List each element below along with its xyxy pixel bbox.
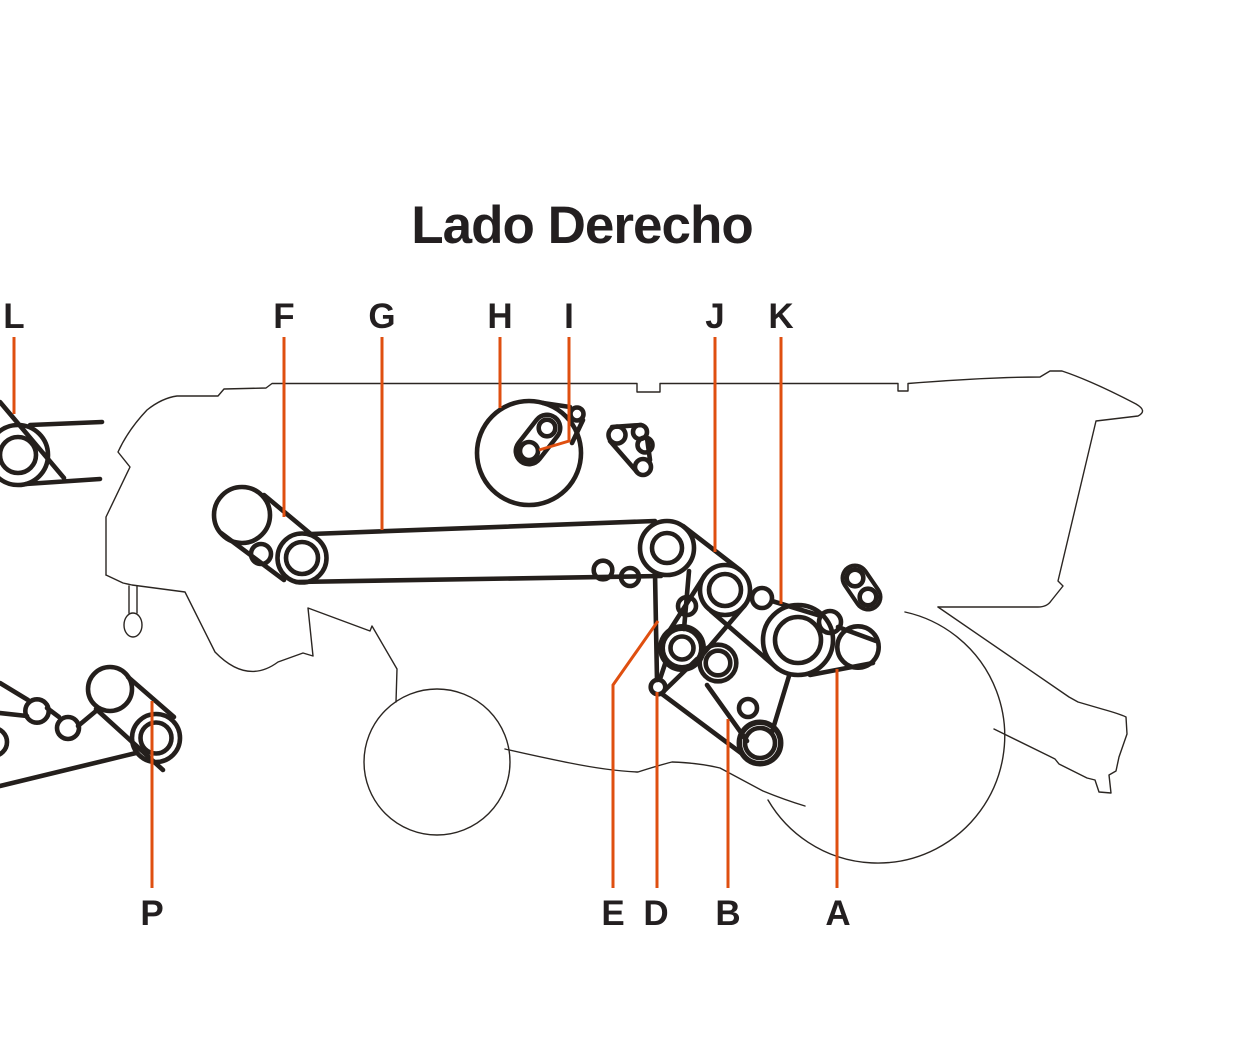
bracket-arms xyxy=(607,422,653,475)
pulley-F xyxy=(211,484,273,546)
leader-line-E xyxy=(611,620,660,888)
pulley-E-hub xyxy=(668,634,696,662)
idler-left-1 xyxy=(591,558,615,582)
roller-link-body xyxy=(844,567,879,608)
pulley-L-inner xyxy=(0,434,39,476)
idler-left-2 xyxy=(618,565,642,589)
idler-P-1 xyxy=(22,696,51,725)
roller-link-hole-2 xyxy=(857,586,879,608)
pulley-group-P xyxy=(0,664,183,789)
pulley-bottom-outer xyxy=(736,719,784,767)
leader-line-I xyxy=(538,337,571,452)
belt-G-long xyxy=(293,518,664,585)
body-outline xyxy=(105,370,1144,608)
pulley-A-outer xyxy=(760,602,836,678)
callout-label-B: B xyxy=(715,894,740,933)
idler-B xyxy=(736,696,760,720)
callout-label-D: D xyxy=(643,894,668,933)
feeder-outline xyxy=(105,574,398,703)
pulley-bottom-inner xyxy=(742,725,778,761)
pulley-G-inner xyxy=(283,539,321,577)
pulley-P-inner xyxy=(138,720,174,756)
pulley-center-outer xyxy=(637,518,697,578)
hitch-ring xyxy=(123,612,143,638)
callout-label-G: G xyxy=(368,297,395,336)
callout-label-L: L xyxy=(3,297,24,336)
tensioner-bracket xyxy=(606,422,655,478)
pulley-group-A-K xyxy=(760,563,883,678)
callout-label-I: I xyxy=(564,297,574,336)
pulley-center-inner xyxy=(649,530,685,566)
rear-wheel-outline xyxy=(767,611,1006,864)
belt-F-G xyxy=(218,492,315,583)
pulley-P-edge xyxy=(0,727,10,757)
pulley-A-inner xyxy=(772,614,824,666)
page-title: Lado Derecho xyxy=(411,196,752,255)
hitch-stem xyxy=(128,585,138,614)
idler-P-2 xyxy=(54,714,82,742)
pulley-J-outer xyxy=(697,562,753,618)
belt-P xyxy=(0,674,177,789)
pulley-group-center xyxy=(637,518,697,578)
pulley-mid-outer xyxy=(697,642,739,684)
pulley-group-F-G xyxy=(211,484,664,585)
callout-label-J: J xyxy=(705,297,724,336)
pulley-group-H-I xyxy=(474,398,586,508)
belt-J xyxy=(663,523,781,672)
callout-labels: L F G H I J K P E D B A xyxy=(3,297,850,933)
idler-right xyxy=(749,585,775,611)
pulley-group-E-D-B xyxy=(648,568,792,767)
link-I-hole-lower xyxy=(517,439,541,463)
underbody-outline xyxy=(504,748,806,807)
pulley-J-inner xyxy=(706,571,744,609)
callout-label-E: E xyxy=(601,894,624,933)
pulley-P-top xyxy=(85,664,135,714)
callout-label-A: A xyxy=(825,894,850,933)
unloader-spout-outline xyxy=(937,606,1128,794)
leader-lines xyxy=(12,337,839,888)
callout-label-F: F xyxy=(273,297,294,336)
belt-H xyxy=(540,400,586,446)
front-wheel-outline xyxy=(363,688,511,836)
wheel-H xyxy=(474,398,584,508)
belt-L xyxy=(0,399,105,487)
link-I-body xyxy=(518,417,558,462)
callout-label-H: H xyxy=(487,297,512,336)
link-I-hole-upper xyxy=(536,417,558,439)
roller-link-hole-1 xyxy=(844,567,866,589)
machine-outline xyxy=(105,370,1144,864)
belt-E-D-B xyxy=(657,656,792,756)
belt-center-down xyxy=(652,568,692,683)
pulley-mid-inner xyxy=(703,648,733,678)
idler-A-top xyxy=(816,608,844,636)
callout-label-P: P xyxy=(140,894,163,933)
pulley-group-L xyxy=(0,399,105,488)
callout-label-K: K xyxy=(768,297,793,336)
